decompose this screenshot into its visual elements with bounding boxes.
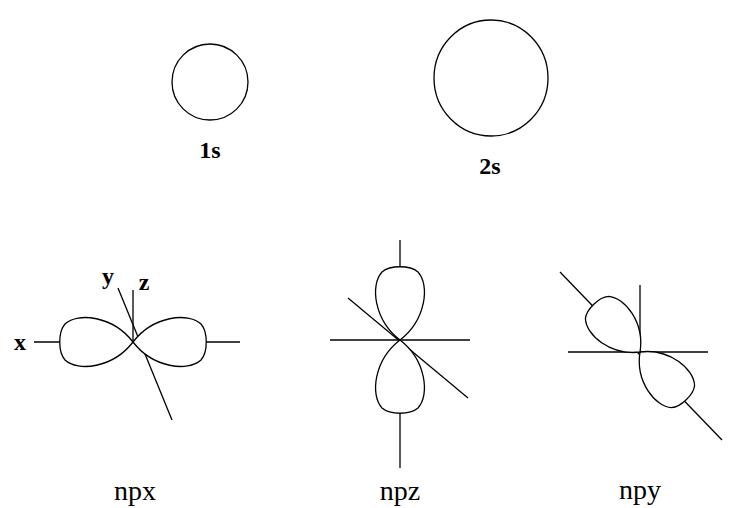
p-orbital <box>578 289 702 415</box>
s-orbital <box>434 20 548 136</box>
orbital-label: 2s <box>479 154 500 178</box>
axis-label: z <box>139 270 150 294</box>
axis-line <box>132 290 133 342</box>
p-orbital <box>376 267 425 414</box>
s-orbital <box>172 44 248 120</box>
orbital-name: npz <box>380 477 420 505</box>
orbital-label: 1s <box>199 138 220 162</box>
axis-label: y <box>102 264 114 288</box>
orbital-name: npy <box>619 476 661 504</box>
axis-line <box>560 272 722 440</box>
axis-label: x <box>14 330 26 354</box>
p-orbital <box>60 318 207 367</box>
orbital-name: npx <box>114 477 156 505</box>
